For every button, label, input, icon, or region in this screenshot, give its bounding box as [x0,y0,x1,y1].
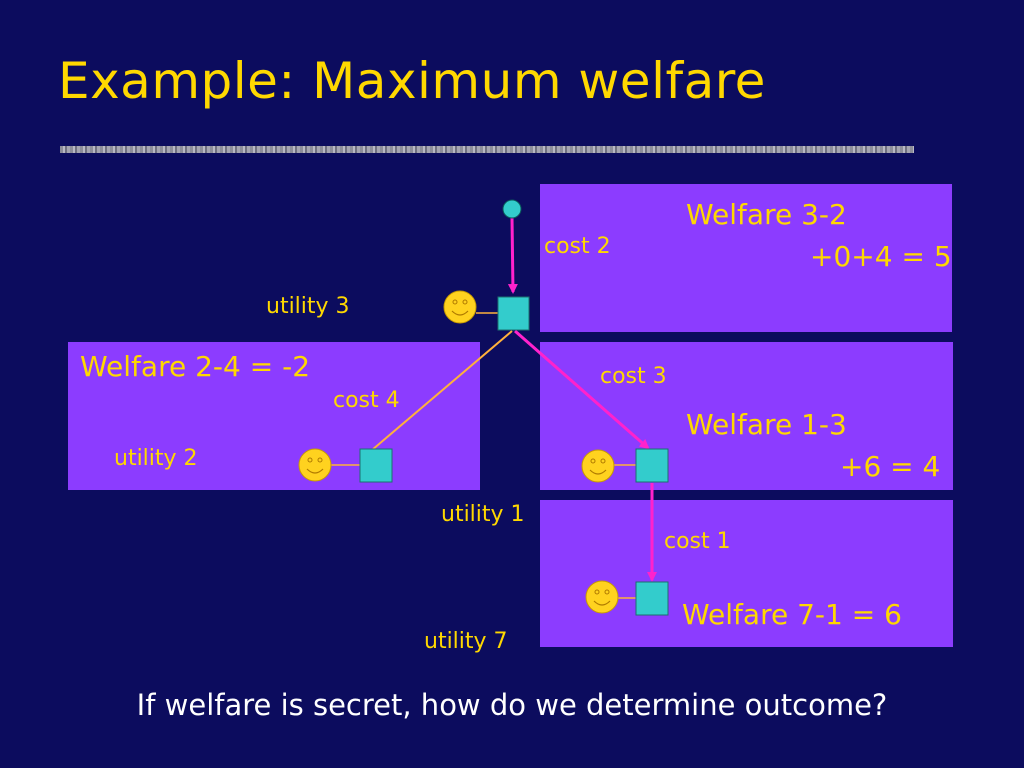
right-utility-label: utility 1 [441,502,525,527]
welfare-box-top [540,184,952,332]
smiley-icon [585,580,619,614]
top-welfare-line1: Welfare 3-2 [686,198,847,231]
root-utility-label: utility 3 [266,294,350,319]
top-welfare-line2: +0+4 = 5 [810,240,952,273]
smiley-icon [581,449,615,483]
right-welfare-line2: +6 = 4 [840,450,941,483]
bottom-utility-label: utility 7 [424,629,508,654]
edge-start-to-root [507,217,518,294]
right-cost-label: cost 3 [600,364,667,389]
right-welfare-line1: Welfare 1-3 [686,408,847,441]
top-cost-label: cost 2 [544,234,611,259]
slide-title: Example: Maximum welfare [58,52,766,110]
left-cost-label: cost 4 [333,388,400,413]
edge-root-to-left [371,330,513,451]
question-text: If welfare is secret, how do we determin… [136,688,888,722]
left-welfare-line1: Welfare 2-4 = -2 [80,350,311,383]
node-root [497,296,530,331]
bottom-cost-label: cost 1 [664,529,731,554]
node-bottom [635,581,669,616]
smiley-icon [443,290,477,324]
smiley-icon [298,448,332,482]
node-right [635,448,669,483]
welfare-box-bottom [540,500,953,647]
start-node [502,199,522,219]
node-left [359,448,393,483]
title-divider [60,146,914,153]
left-utility-label: utility 2 [114,446,198,471]
edge-root-to-right [514,329,650,450]
bottom-welfare-line1: Welfare 7-1 = 6 [682,598,902,631]
